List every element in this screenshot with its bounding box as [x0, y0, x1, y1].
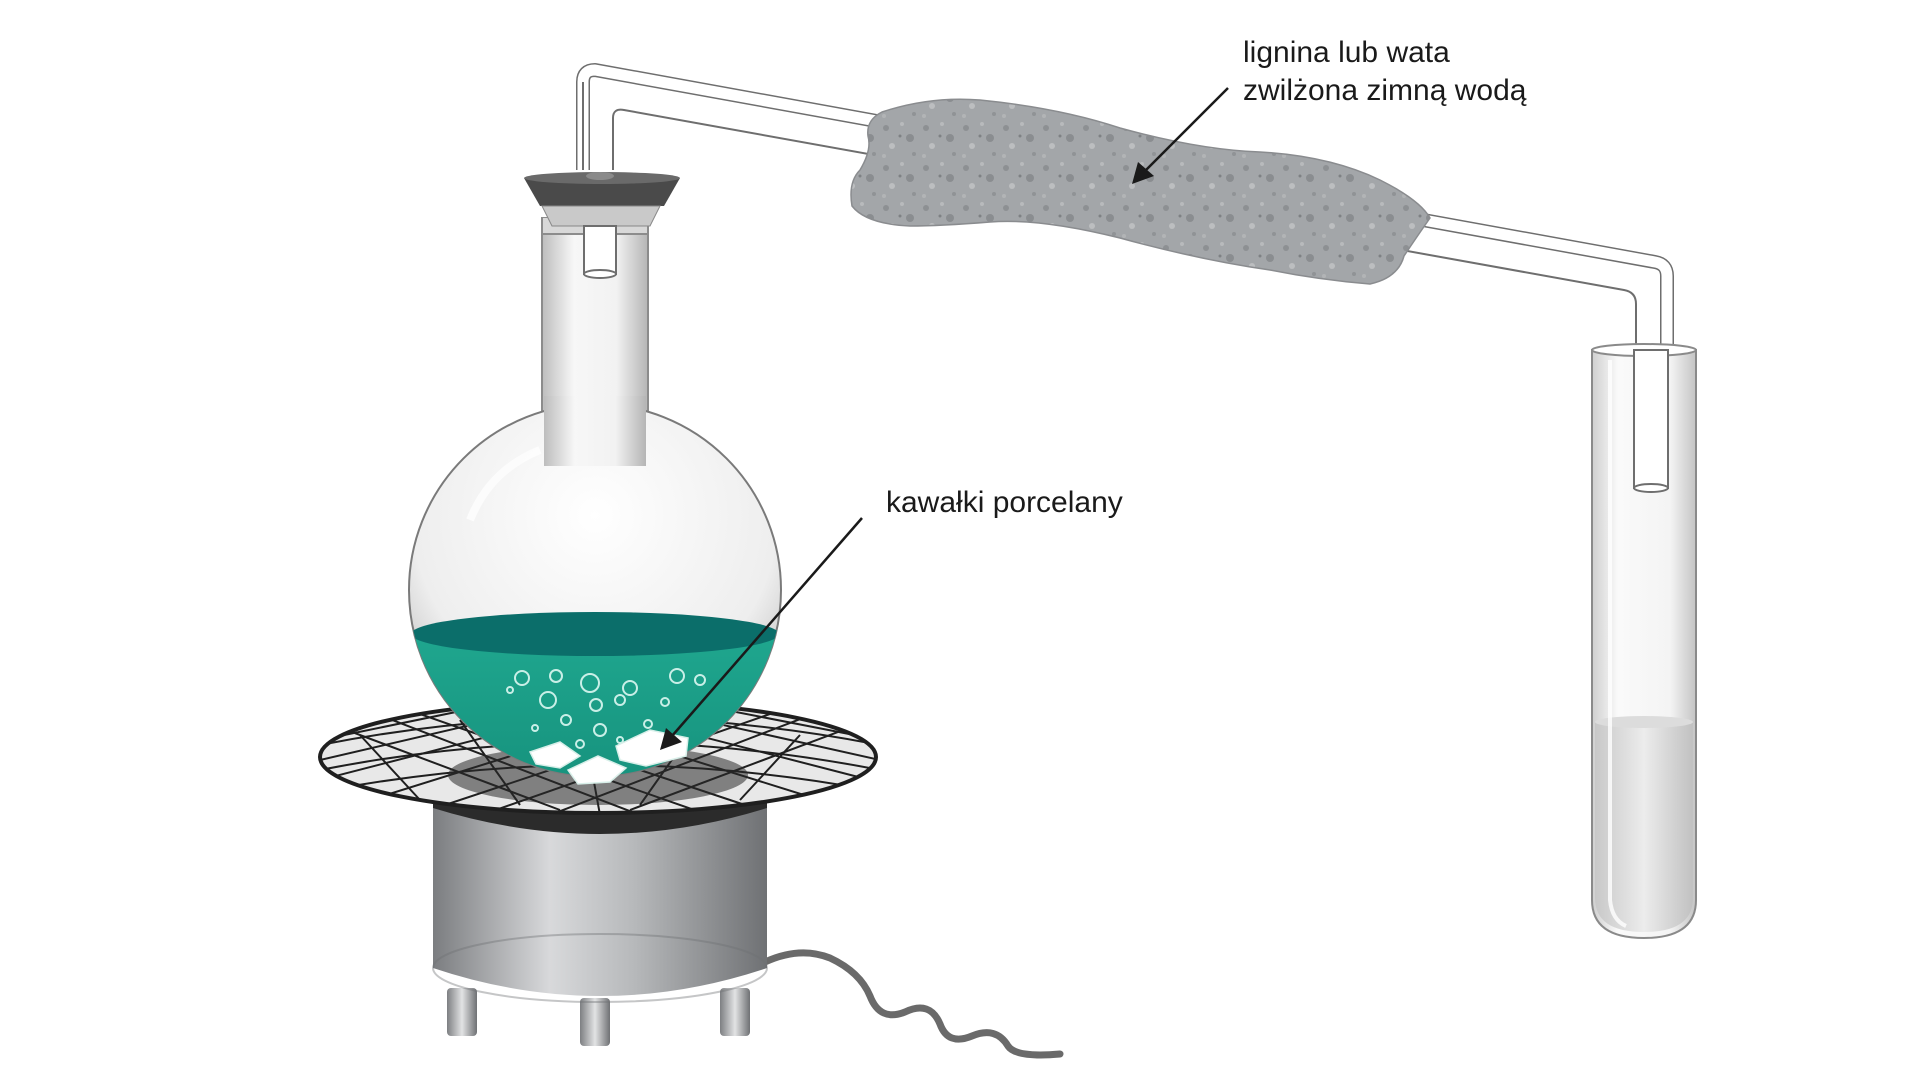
round-bottom-flask — [408, 217, 782, 785]
cotton-pointer-line — [1143, 87, 1229, 173]
delivery-tube-end — [1633, 349, 1669, 493]
porcelain-pointer-line — [671, 517, 863, 737]
wet-cotton — [850, 98, 1431, 285]
test-tube — [1591, 343, 1697, 940]
porcelain-label: kawałki porcelany — [886, 486, 1123, 519]
bubbles — [506, 668, 706, 749]
cotton-label: lignina lub wata zwilżona zimną wodą — [1243, 34, 1526, 110]
heater-legs — [447, 988, 750, 1046]
cotton-pointer-arrowhead — [1132, 162, 1154, 184]
porcelain-pointer-arrowhead — [660, 728, 682, 750]
stopper — [524, 172, 680, 227]
power-cable — [761, 949, 1064, 1059]
delivery-tube-in-flask — [583, 172, 617, 279]
pointer-arrows — [660, 87, 1229, 750]
cotton-label-line2: zwilżona zimną wodą — [1243, 74, 1527, 107]
cotton-label-line1: lignina lub wata — [1243, 36, 1450, 69]
